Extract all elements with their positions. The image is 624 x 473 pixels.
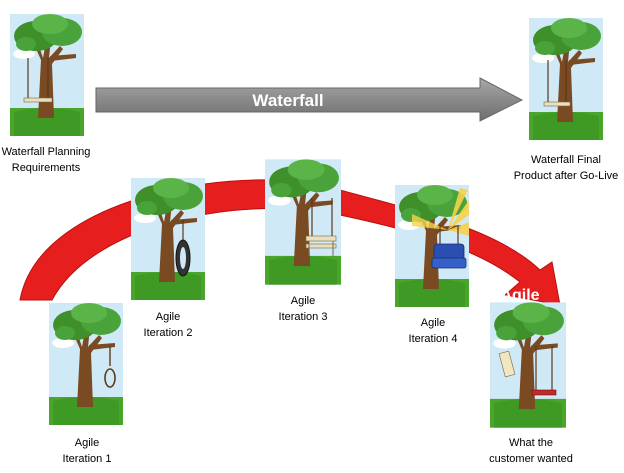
caption-waterfall-planning: Waterfall Planning Requirements bbox=[2, 146, 91, 174]
caption-agile-iteration-3: Agile Iteration 3 bbox=[279, 295, 328, 323]
seat-swing-icon bbox=[23, 58, 53, 103]
caption-line-1: Agile bbox=[291, 295, 315, 307]
armchair-icon bbox=[431, 225, 467, 269]
card-waterfall-planning bbox=[10, 14, 84, 136]
caption-agile-iteration-4: Agile Iteration 4 bbox=[409, 317, 458, 345]
sunburst-icon bbox=[412, 188, 469, 236]
caption-line-1: Agile bbox=[421, 317, 445, 329]
caption-waterfall-final: Waterfall Final Product after Go-Live bbox=[514, 154, 619, 182]
caption-line-2: Requirements bbox=[12, 162, 81, 174]
caption-line-1: What the bbox=[509, 437, 553, 449]
waterfall-label: Waterfall bbox=[252, 91, 323, 110]
caption-line-2: customer wanted bbox=[489, 453, 573, 465]
tire-swing-icon bbox=[175, 220, 191, 277]
card-customer-wanted bbox=[490, 302, 566, 428]
caption-line-1: Waterfall Final bbox=[531, 154, 601, 166]
caption-line-1: Agile bbox=[156, 311, 180, 323]
caption-line-2: Iteration 4 bbox=[409, 333, 458, 345]
seat-swing-icon bbox=[543, 60, 571, 107]
caption-agile-iteration-2: Agile Iteration 2 bbox=[144, 311, 193, 339]
caption-line-2: Iteration 3 bbox=[279, 311, 328, 323]
board-swing-icon bbox=[498, 346, 557, 396]
caption-customer-wanted: What the customer wanted bbox=[489, 437, 573, 465]
card-agile-iteration-1 bbox=[49, 303, 123, 425]
bench-swing-icon bbox=[305, 198, 337, 256]
caption-line-2: Product after Go-Live bbox=[514, 170, 619, 182]
caption-line-2: Iteration 1 bbox=[63, 453, 112, 465]
caption-agile-iteration-1: Agile Iteration 1 bbox=[63, 437, 112, 465]
caption-line-1: Agile bbox=[75, 437, 99, 449]
card-agile-iteration-3 bbox=[265, 159, 341, 285]
card-agile-iteration-2 bbox=[131, 178, 205, 300]
waterfall-arrow bbox=[95, 77, 524, 122]
card-agile-iteration-4 bbox=[395, 185, 469, 307]
card-waterfall-final bbox=[529, 18, 603, 140]
caption-line-1: Waterfall Planning bbox=[2, 146, 91, 158]
noose-icon bbox=[104, 346, 116, 388]
agile-label: Agile bbox=[500, 287, 539, 304]
caption-line-2: Iteration 2 bbox=[144, 327, 193, 339]
